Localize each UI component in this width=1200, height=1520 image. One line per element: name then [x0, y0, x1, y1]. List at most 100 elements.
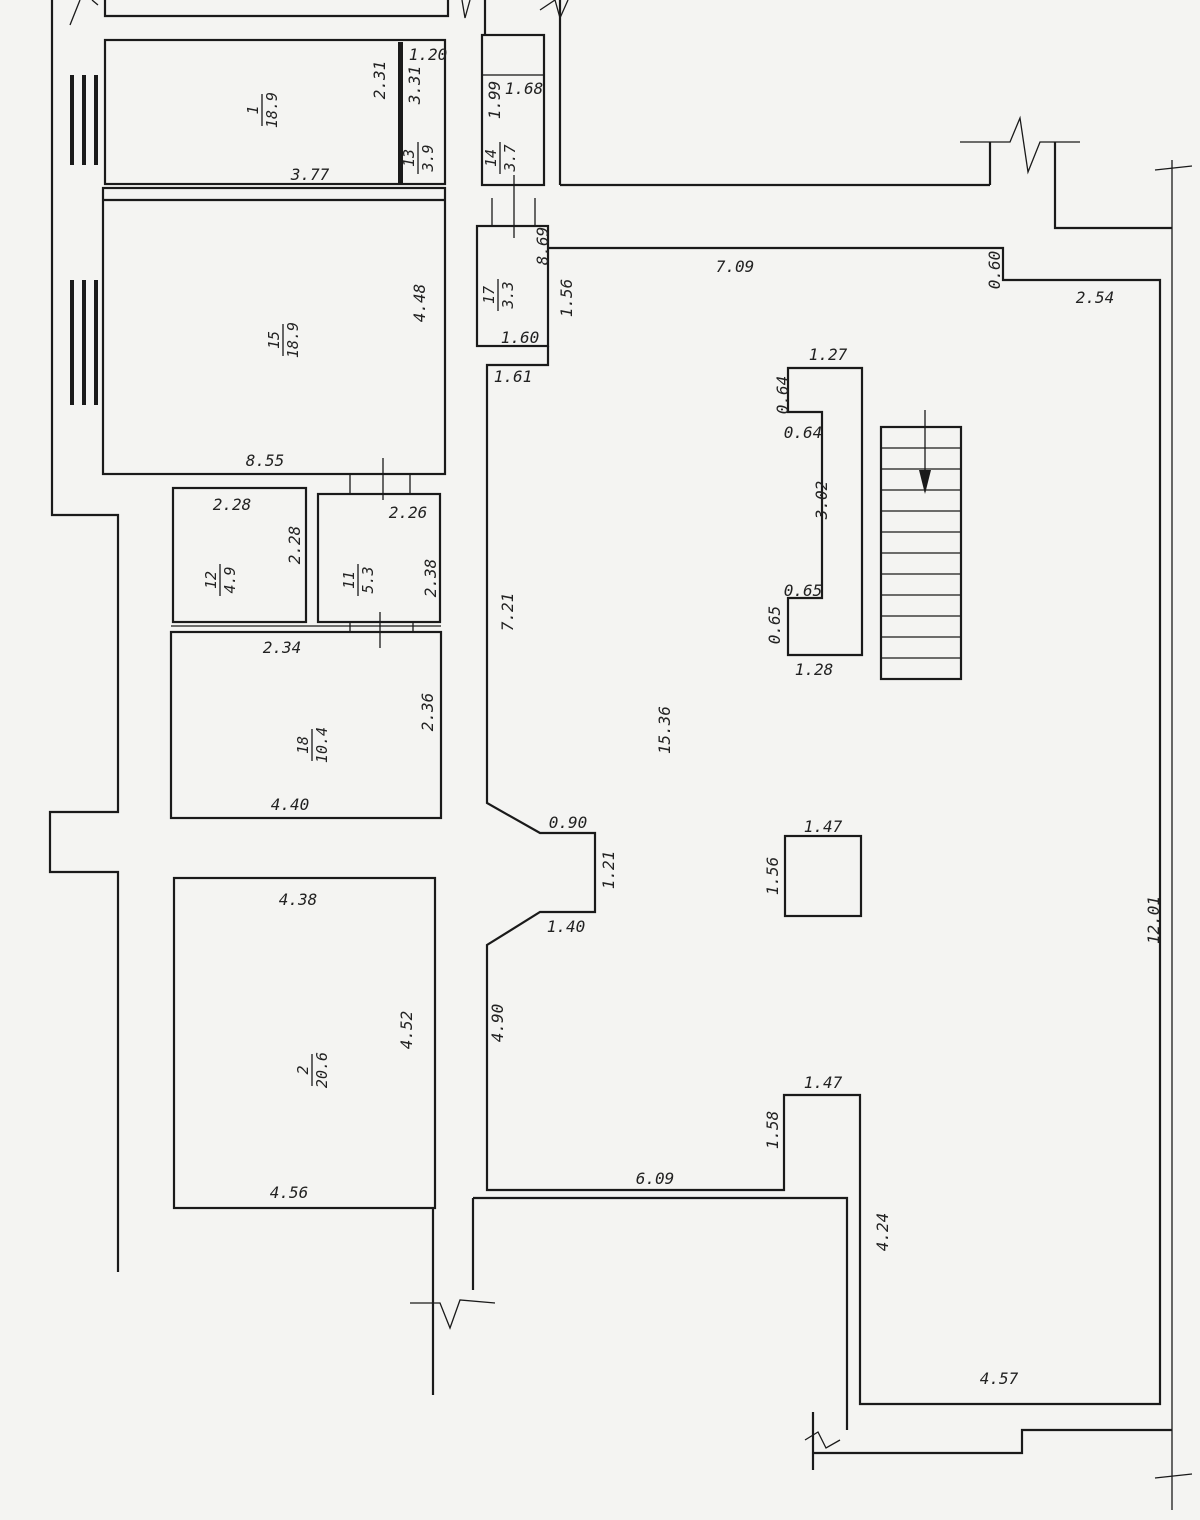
dimension-label: 4.48: [410, 284, 429, 323]
room-area: 18.9: [263, 92, 281, 128]
dimension-label: 6.09: [636, 1169, 675, 1188]
room-18-wall: [169, 630, 443, 820]
room-11-wall: [316, 492, 442, 624]
north-wall-step: [988, 142, 1172, 230]
window-bar: [82, 280, 86, 405]
dimension-label: 1.20: [409, 45, 448, 64]
door-mark: [349, 458, 411, 500]
dimension-label: 4.52: [397, 1011, 416, 1050]
dimension-label: 0.64: [784, 423, 823, 442]
room-1-wall: [103, 38, 447, 186]
dimension-label: 0.65: [784, 581, 823, 600]
room-area: 4.9: [221, 566, 239, 593]
room-15-wall: [101, 186, 447, 476]
break-mark: [804, 1431, 841, 1449]
dimension-label: 0.60: [985, 251, 1004, 290]
dimension-label: 1.58: [763, 1111, 782, 1150]
dimension-label: 1.68: [505, 79, 544, 98]
room-number: 14: [482, 149, 500, 167]
dimension-label: 12.01: [1144, 896, 1163, 944]
dimension-label: 0.64: [773, 376, 792, 415]
break-mark: [539, 0, 569, 20]
door-mark: [491, 175, 536, 238]
break-mark: [461, 0, 471, 19]
dimension-label: 15.36: [655, 706, 674, 754]
room-area: 20.6: [313, 1052, 331, 1088]
dimension-label: 2.38: [421, 559, 440, 598]
dimension-label: 8.55: [246, 451, 285, 470]
room-number: 13: [400, 149, 418, 167]
column-shape: [786, 366, 864, 657]
dimension-label: 2.26: [389, 503, 428, 522]
top-fragment-wall: [103, 0, 450, 18]
break-mark: [69, 0, 99, 26]
dimension-label: 0.65: [765, 606, 784, 645]
room-number: 2: [294, 1065, 312, 1074]
dimension-label: 4.90: [488, 1004, 507, 1043]
dimension-label: 1.28: [795, 660, 834, 679]
break-mark: [960, 115, 1080, 175]
dimension-label: 2.28: [285, 526, 304, 565]
room-2-wall: [172, 876, 437, 1210]
dimension-label: 1.61: [494, 367, 533, 386]
walls: [48, 0, 1172, 1470]
room-14-inner: [481, 74, 545, 186]
dimension-label: 7.09: [716, 257, 755, 276]
dimension-label: 4.24: [873, 1213, 892, 1252]
room-area: 3.7: [501, 144, 519, 172]
room-number: 1: [244, 105, 262, 114]
room-area: 3.9: [419, 144, 437, 172]
break-mark: [410, 1299, 496, 1330]
window-bar: [70, 75, 74, 165]
room-area: 3.3: [499, 281, 517, 309]
room-area: 18.9: [284, 322, 302, 358]
room-number: 15: [265, 331, 283, 349]
dimension-label: 8.69: [533, 227, 552, 266]
dimension-label: 2.31: [370, 61, 389, 100]
dimension-label: 1.56: [763, 857, 782, 896]
south-wall: [471, 1196, 1172, 1470]
dimension-label: 1.47: [804, 1073, 843, 1092]
dimension-line: [1154, 160, 1193, 1510]
wall-top-right: [483, 0, 562, 185]
room-area: 10.4: [313, 727, 331, 763]
partition-13: [398, 42, 403, 184]
dimension-label: 7.21: [498, 593, 517, 632]
window-bar: [94, 75, 98, 165]
dimension-label: 1.40: [547, 917, 586, 936]
window-bar: [82, 75, 86, 165]
room-number: 11: [340, 571, 358, 589]
main-hall-wall: [485, 246, 1162, 1406]
dimension-label: 2.36: [418, 693, 437, 732]
room-12-wall: [171, 486, 308, 624]
window-bar: [94, 280, 98, 405]
dimension-label: 2.54: [1076, 288, 1115, 307]
dimension-label: 4.40: [271, 795, 310, 814]
dimension-label: 1.47: [804, 817, 843, 836]
corridor-left-wall: [48, 0, 120, 1272]
dimension-label: 4.38: [279, 890, 318, 909]
room-number: 17: [480, 286, 498, 304]
dimension-label: 1.21: [599, 851, 618, 890]
dimension-label: 1.99: [485, 81, 504, 120]
dimension-label: 4.56: [270, 1183, 309, 1202]
room-area: 5.3: [359, 566, 377, 593]
dimension-label: 1.56: [557, 279, 576, 318]
stair-steps: [881, 447, 961, 659]
staircase: [879, 410, 963, 681]
room-number: 18: [294, 736, 312, 754]
dimension-label: 3.77: [290, 165, 330, 184]
dimension-label: 0.90: [549, 813, 588, 832]
dimension-label: 1.60: [501, 328, 540, 347]
